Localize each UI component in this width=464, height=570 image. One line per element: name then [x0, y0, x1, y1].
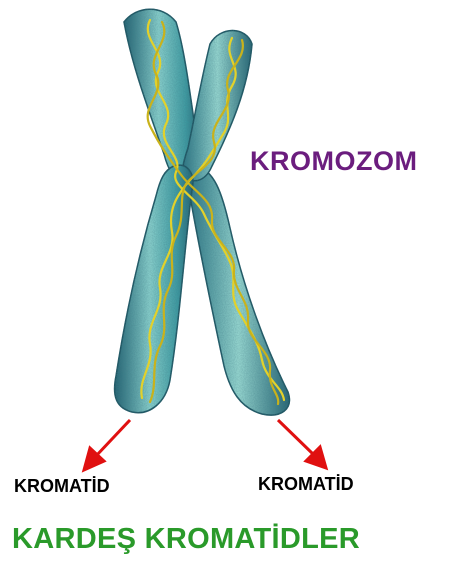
chromosome-label: KROMOZOM [250, 146, 417, 177]
arrow-left [84, 420, 130, 470]
arrow-left-shaft [96, 420, 130, 456]
arrow-right [278, 420, 326, 468]
chromatid-label-right: KROMATİD [258, 474, 354, 495]
arrow-right-shaft [278, 420, 314, 455]
sister-chromatids-label: KARDEŞ KROMATİDLER [12, 523, 360, 556]
chromatid-label-left: KROMATİD [14, 476, 110, 497]
